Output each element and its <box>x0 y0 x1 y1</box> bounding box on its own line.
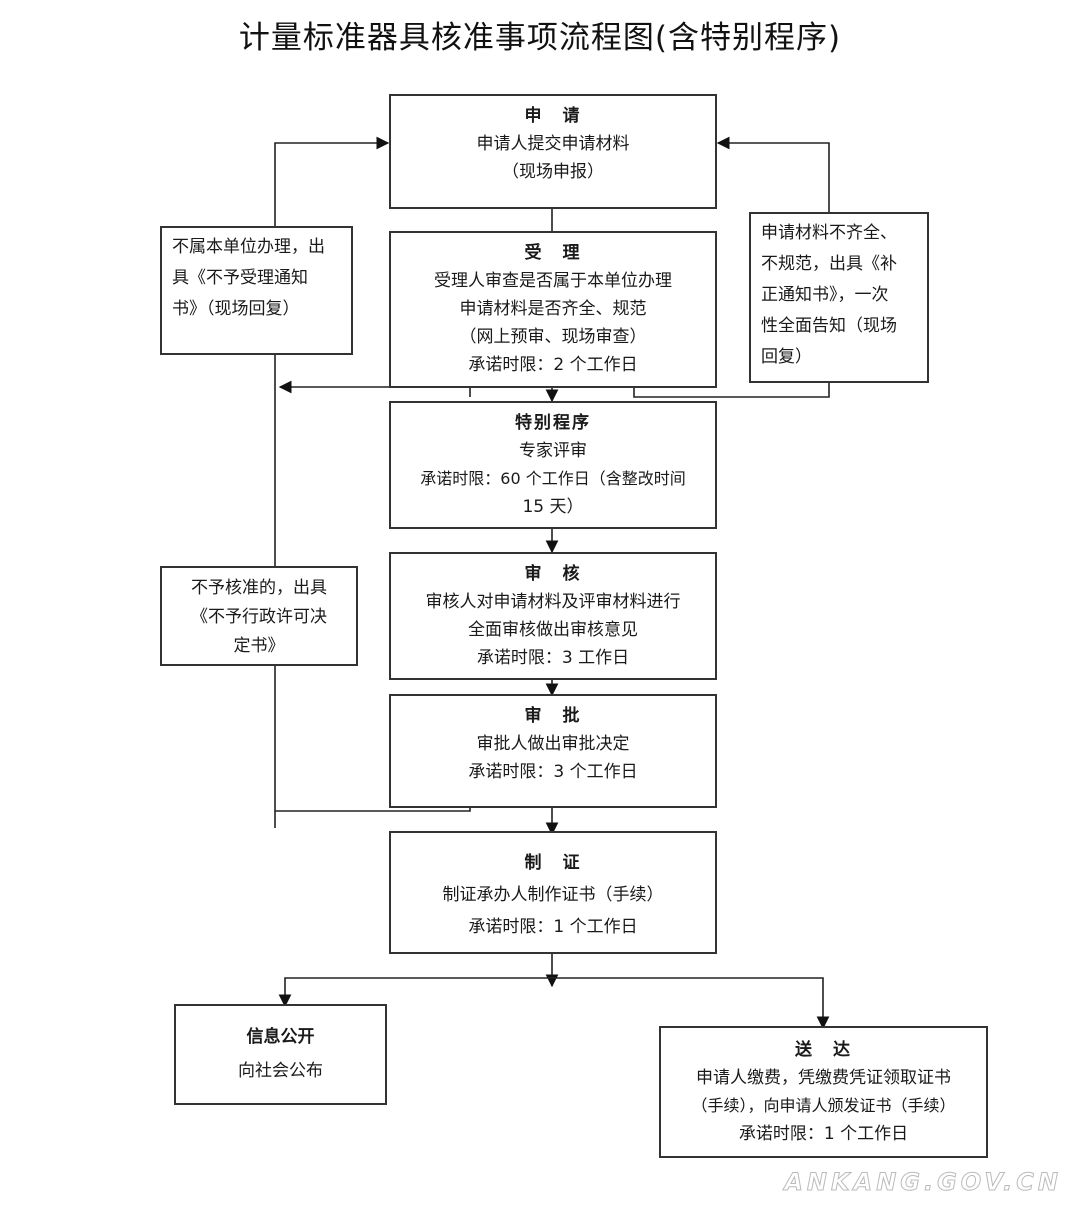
branch-line: 定书》 <box>233 636 285 656</box>
step-line: 承诺时限：1 个工作日 <box>738 1124 909 1144</box>
branch-incomplete: 申请材料不齐全、 不规范，出具《补 正通知书》，一次 性全面告知（现场 回复） <box>749 212 929 383</box>
step-heading: 审 核 <box>524 564 582 584</box>
arrow-split-publish <box>278 977 552 1008</box>
branch-line: 回复） <box>761 347 812 367</box>
step-line: 承诺时限：2 个工作日 <box>468 355 638 375</box>
step-line: 向社会公布 <box>238 1061 323 1081</box>
step-heading: 送 达 <box>795 1040 852 1060</box>
step-review: 审 核 审核人对申请材料及评审材料进行 全面审核做出审核意见 承诺时限：3 工作… <box>389 552 717 680</box>
step-heading: 申 请 <box>524 106 582 126</box>
branch-line: 《不予行政许可决 <box>191 607 327 627</box>
branch-line: 书》（现场回复） <box>172 299 300 319</box>
step-publish: 信息公开 向社会公布 <box>174 1004 387 1105</box>
step-line: 专家评审 <box>519 441 587 461</box>
branch-line: 不属本单位办理，出 <box>172 237 325 257</box>
step-line: 承诺时限：60 个工作日（含整改时间 <box>420 469 686 488</box>
step-line: 全面审核做出审核意见 <box>468 620 638 640</box>
step-line: 承诺时限：3 工作日 <box>476 648 630 668</box>
step-line: 承诺时限：3 个工作日 <box>468 762 638 782</box>
step-line: （网上预审、现场审查） <box>459 327 647 347</box>
step-line: 申请人提交申请材料 <box>476 134 630 154</box>
arrow-accept-to-left <box>278 380 471 397</box>
step-heading: 制 证 <box>524 853 582 873</box>
step-heading: 受 理 <box>524 243 582 263</box>
arrow-split-deliver <box>552 977 830 1030</box>
flowchart-title: 计量标准器具核准事项流程图(含特别程序) <box>238 20 842 56</box>
arrow-not-accepted-to-apply <box>274 136 390 227</box>
branch-line: 不予核准的，出具 <box>191 578 327 598</box>
arrow-incomplete-to-apply <box>716 136 830 212</box>
step-apply: 申 请 申请人提交申请材料 （现场申报） <box>389 94 717 209</box>
step-line: 审批人做出审批决定 <box>476 734 630 754</box>
step-accept: 受 理 受理人审查是否属于本单位办理 申请材料是否齐全、规范 （网上预审、现场审… <box>389 231 717 388</box>
step-line: 15 天） <box>522 497 584 517</box>
step-line: （手续），向申请人颁发证书（手续） <box>691 1096 956 1115</box>
branch-line: 具《不予受理通知 <box>172 268 308 288</box>
step-heading: 信息公开 <box>246 1027 315 1047</box>
branch-not-accepted: 不属本单位办理，出 具《不予受理通知 书》（现场回复） <box>160 226 353 355</box>
step-deliver: 送 达 申请人缴费，凭缴费凭证领取证书 （手续），向申请人颁发证书（手续） 承诺… <box>659 1026 988 1158</box>
step-certify: 制 证 制证承办人制作证书（手续） 承诺时限：1 个工作日 <box>389 831 717 954</box>
step-heading: 特别程序 <box>515 413 591 433</box>
step-line: 受理人审查是否属于本单位办理 <box>434 271 672 291</box>
step-line: 制证承办人制作证书（手续） <box>442 885 664 905</box>
step-line: 申请人缴费，凭缴费凭证领取证书 <box>696 1068 951 1088</box>
branch-line: 性全面告知（现场 <box>761 316 897 336</box>
step-line: 申请材料是否齐全、规范 <box>459 299 647 319</box>
branch-not-approved: 不予核准的，出具 《不予行政许可决 定书》 <box>160 566 358 666</box>
branch-line: 不规范，出具《补 <box>761 254 897 274</box>
branch-line: 申请材料不齐全、 <box>761 223 897 243</box>
step-special: 特别程序 专家评审 承诺时限：60 个工作日（含整改时间 15 天） <box>389 401 717 529</box>
watermark: ANKANG.GOV.CN <box>784 1168 1062 1197</box>
step-line: （现场申报） <box>502 162 604 182</box>
branch-line: 正通知书》，一次 <box>761 285 889 305</box>
step-approve: 审 批 审批人做出审批决定 承诺时限：3 个工作日 <box>389 694 717 808</box>
step-line: 承诺时限：1 个工作日 <box>468 917 638 937</box>
step-heading: 审 批 <box>524 706 582 726</box>
step-line: 审核人对申请材料及评审材料进行 <box>425 592 681 612</box>
